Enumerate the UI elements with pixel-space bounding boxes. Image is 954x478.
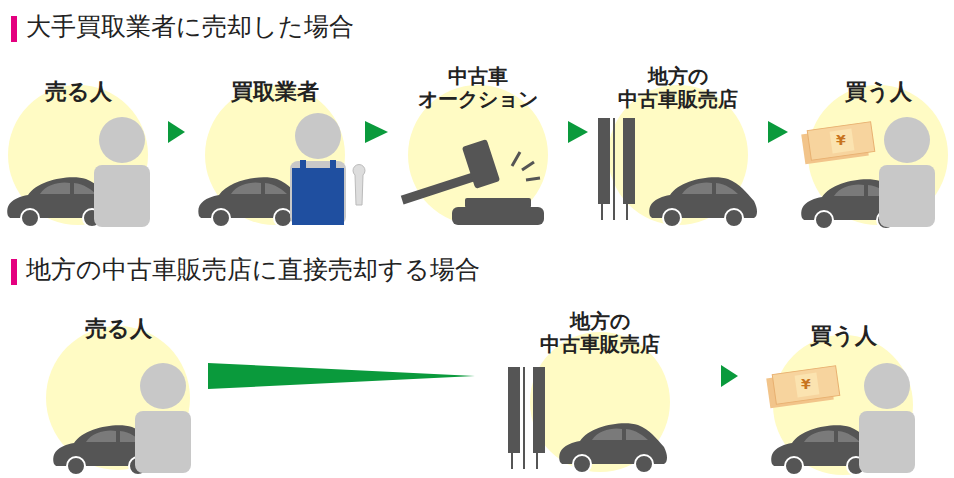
- person-icon: [94, 117, 150, 227]
- circle-outline: [805, 85, 951, 225]
- circle-outline: [5, 85, 151, 225]
- step-circle: 買取業者: [202, 85, 348, 225]
- dealer-person: [292, 168, 344, 225]
- dealer-person: [300, 160, 306, 172]
- step-label: 中古車 オークション: [405, 65, 551, 111]
- circle-fill: [46, 326, 190, 470]
- circle-outline: [43, 326, 193, 470]
- step-label: 買う人: [805, 79, 951, 104]
- dealer-person: [290, 161, 346, 225]
- circle-fill: [808, 85, 948, 225]
- step-label: 地方の 中古車販売店: [527, 310, 673, 356]
- step-circle: 中古車 オークション: [405, 85, 551, 225]
- flow-arrow: [768, 121, 788, 143]
- flow-arrow: [568, 121, 588, 143]
- step-circle: 買う人: [805, 85, 951, 225]
- flow-arrow: [208, 363, 475, 389]
- circle-outline: [770, 335, 916, 475]
- step-circle: 地方の 中古車販売店: [605, 85, 751, 225]
- person-icon: [879, 117, 935, 227]
- circle-fill: [8, 85, 148, 225]
- section-heading: 地方の中古車販売店に直接売却する場合: [26, 253, 480, 286]
- heading-bar: [11, 16, 17, 42]
- step-label: 買取業者: [202, 79, 348, 104]
- dealer-person: [353, 165, 365, 205]
- flow-arrow: [365, 121, 388, 143]
- shop-sign: [508, 367, 545, 469]
- yen-mark: ¥: [799, 377, 813, 391]
- person-icon: [135, 363, 191, 473]
- dealer-person: [295, 113, 341, 159]
- step-label: 地方の 中古車販売店: [605, 65, 751, 111]
- step-circle: 売る人: [43, 326, 193, 470]
- gavel-icon: [452, 207, 544, 225]
- gavel-icon: [465, 198, 531, 208]
- circle-fill: [773, 335, 913, 475]
- circle-outline: [202, 85, 348, 225]
- section-heading: 大手買取業者に売却した場合: [26, 10, 354, 43]
- circle-fill: [205, 85, 345, 225]
- yen-mark: ¥: [834, 133, 848, 147]
- step-circle: 地方の 中古車販売店: [527, 332, 673, 472]
- dealer-person: [330, 160, 336, 172]
- person-icon: [859, 363, 915, 473]
- step-label: 買う人: [770, 323, 916, 348]
- step-circle: 買う人: [770, 335, 916, 475]
- flow-arrow: [168, 121, 185, 143]
- flow-arrow: [721, 365, 738, 387]
- step-circle: 売る人: [5, 85, 151, 225]
- heading-bar: [11, 259, 17, 285]
- dealer-person: [290, 113, 365, 225]
- step-label: 売る人: [5, 79, 151, 104]
- step-label: 売る人: [43, 316, 193, 341]
